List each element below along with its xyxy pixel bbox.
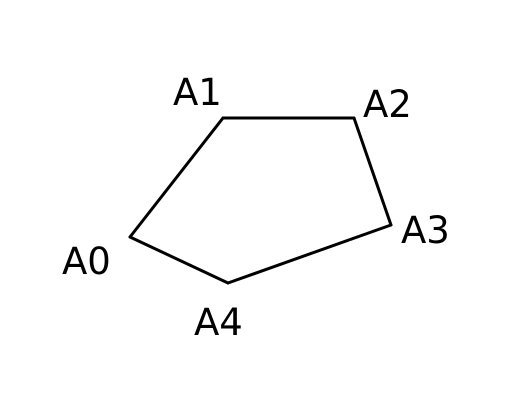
- vertex-label-a2: A2: [363, 83, 412, 126]
- edge-a3-a4: [226, 223, 393, 285]
- edge-a0-a1: [128, 116, 225, 239]
- vertex-label-a0: A0: [62, 240, 111, 283]
- vertex-label-a3: A3: [401, 209, 450, 252]
- edge-a4-a0: [128, 235, 230, 285]
- vertex-label-a1: A1: [173, 71, 222, 114]
- vertex-label-a4: A4: [194, 301, 243, 344]
- edge-a2-a3: [352, 116, 393, 227]
- edges-layer: [128, 116, 393, 285]
